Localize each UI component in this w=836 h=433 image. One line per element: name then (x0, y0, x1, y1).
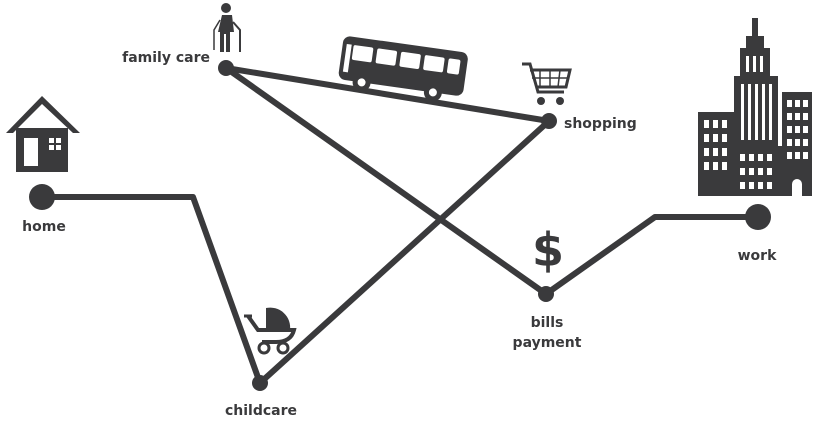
node-bills (538, 286, 554, 302)
node-shopping (541, 113, 557, 129)
node-work (745, 204, 771, 230)
label-work: work (738, 248, 777, 264)
label-childcare: childcare (225, 403, 297, 419)
bus-icon (338, 36, 468, 102)
route-bills-to-work (543, 214, 761, 297)
label-shopping: shopping (564, 116, 637, 132)
route-family-care-to-bills (223, 65, 549, 297)
dollar-sign-icon: $ (532, 223, 564, 277)
node-home (29, 184, 55, 210)
baby-stroller-icon (244, 307, 297, 355)
house-icon (6, 96, 80, 172)
route-home-to-childcare (39, 194, 263, 386)
label-family-care: family care (122, 50, 210, 66)
shopping-cart-icon (522, 62, 572, 105)
label-home: home (22, 219, 66, 235)
route-shopping-to-family-care (223, 65, 552, 124)
node-family-care (218, 60, 234, 76)
label-bills-line2: payment (513, 335, 582, 351)
city-buildings-icon (698, 18, 812, 196)
route-childcare-to-shopping (257, 118, 552, 386)
node-childcare (252, 375, 268, 391)
elderly-person-icon (213, 3, 241, 52)
svg-text:$: $ (532, 223, 564, 277)
route-lines (39, 65, 761, 386)
label-bills-line1: bills (531, 315, 564, 331)
